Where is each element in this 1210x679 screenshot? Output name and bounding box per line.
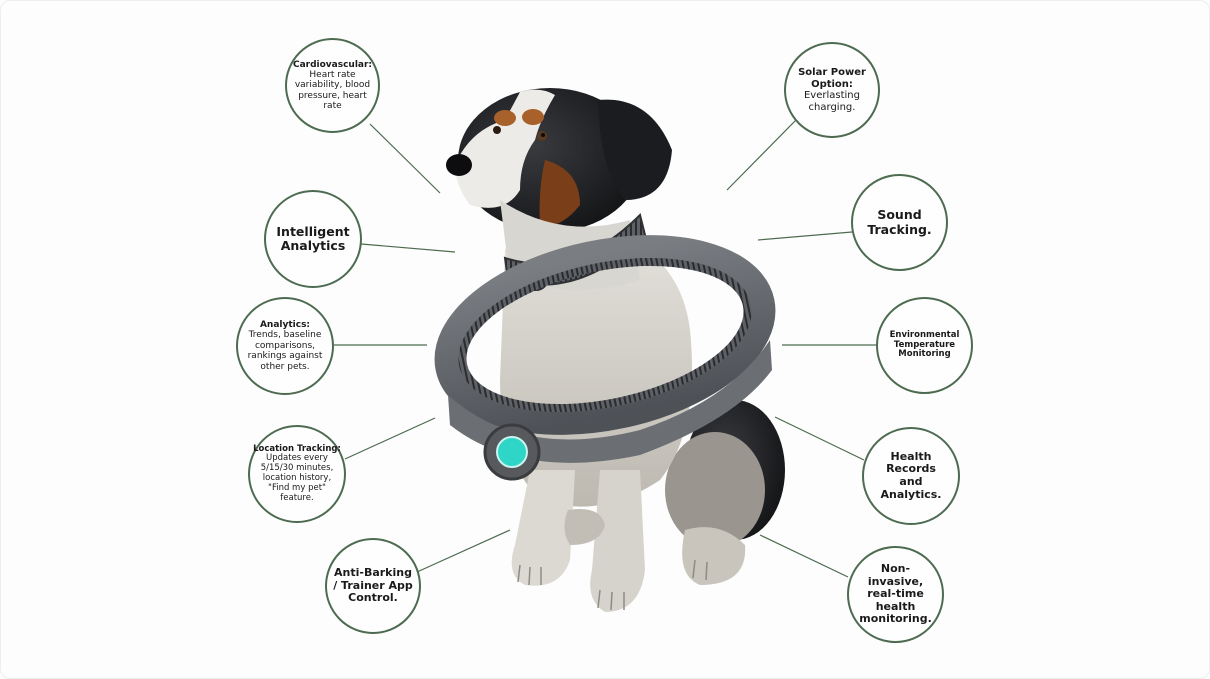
feature-solar-power: Solar Power Option:Everlasting charging. — [784, 42, 880, 138]
connector-lines — [334, 119, 877, 578]
feature-heading: Non-invasive, real-time health monitorin… — [859, 561, 932, 626]
feature-body: Everlasting charging. — [803, 90, 860, 113]
feature-body: Trends, baseline comparisons, rankings a… — [247, 330, 323, 372]
feature-non-invasive: Non-invasive, real-time health monitorin… — [847, 546, 944, 643]
feature-intelligent-analytics: Intelligent Analytics — [264, 190, 362, 288]
feature-heading: Sound Tracking. — [867, 207, 932, 237]
feature-heading: Health Records and Analytics. — [880, 449, 942, 501]
feature-heading: Anti-Barking / Trainer App Control. — [333, 566, 413, 605]
feature-heading: Solar Power Option: — [798, 67, 866, 90]
feature-body: Updates every 5/15/30 minutes, location … — [260, 453, 334, 503]
feature-cardiovascular: Cardiovascular:Heart rate variability, b… — [285, 38, 380, 133]
feature-heading: Cardiovascular: — [292, 59, 373, 70]
feature-location-tracking: Location Tracking:Updates every 5/15/30 … — [248, 425, 346, 523]
feature-body: Heart rate variability, blood pressure, … — [294, 69, 371, 112]
feature-heading: Location Tracking: — [253, 443, 341, 454]
feature-heading: Environmental Temperature Monitoring — [889, 329, 960, 360]
feature-environmental-temperature: Environmental Temperature Monitoring — [876, 297, 973, 394]
feature-sound-tracking: Sound Tracking. — [851, 174, 948, 271]
feature-anti-barking: Anti-Barking / Trainer App Control. — [325, 538, 421, 634]
feature-heading: Intelligent Analytics — [276, 223, 350, 253]
feature-analytics: Analytics:Trends, baseline comparisons, … — [236, 297, 334, 395]
feature-health-records: Health Records and Analytics. — [862, 427, 960, 525]
feature-heading: Analytics: — [259, 320, 311, 331]
